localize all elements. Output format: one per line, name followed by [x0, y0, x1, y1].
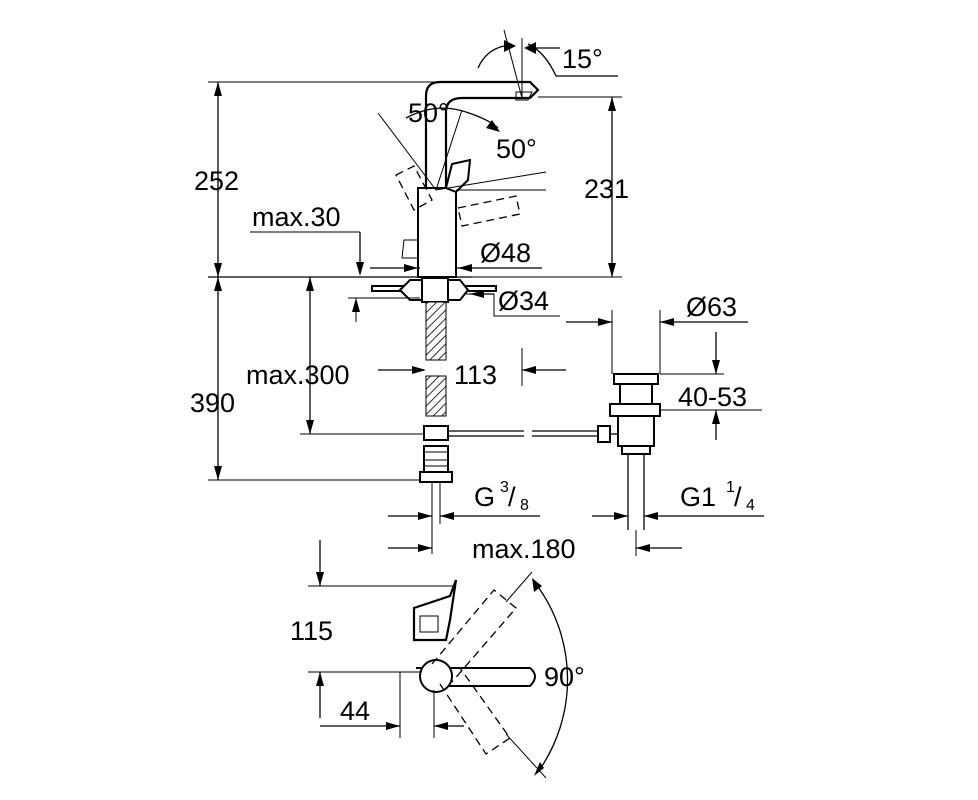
handle [444, 158, 472, 194]
dim-g114 [592, 512, 764, 520]
label-50deg-right: 50° [496, 134, 537, 164]
label-40-53: 40-53 [678, 382, 747, 412]
plan-view [400, 571, 569, 779]
label-thread-g38: G 3 / 8 [474, 479, 529, 514]
hose-lower [425, 375, 447, 417]
svg-text:G1: G1 [680, 482, 716, 512]
dim-dia63 [566, 310, 748, 374]
dim-dia34 [348, 290, 560, 322]
dim-231 [472, 96, 622, 278]
dim-max30 [250, 231, 420, 276]
svg-text:/: / [508, 482, 516, 512]
waste-fitting [597, 373, 661, 530]
label-max180: max.180 [472, 534, 576, 564]
dim-252 [208, 81, 440, 277]
dim-max180 [388, 530, 682, 556]
plan-spout [412, 579, 458, 642]
label-115: 115 [290, 616, 333, 646]
hose-upper [425, 301, 447, 361]
label-44: 44 [340, 696, 370, 726]
label-50deg-left: 50° [408, 98, 449, 128]
dim-44 [320, 672, 464, 738]
label-max30: max.30 [252, 202, 341, 232]
dim-390 [208, 277, 420, 481]
label-max300: max.300 [246, 360, 350, 390]
handle-left-position [395, 165, 433, 211]
label-15deg: 15° [562, 44, 603, 74]
svg-text:8: 8 [520, 497, 529, 514]
svg-text:3: 3 [500, 479, 509, 496]
spout [424, 80, 540, 188]
handle-right-position [457, 195, 521, 227]
label-113: 113 [454, 360, 497, 390]
svg-text:4: 4 [746, 497, 755, 514]
dim-max300 [300, 277, 424, 435]
dim-g38 [388, 482, 540, 554]
svg-text:/: / [734, 482, 742, 512]
svg-text:1: 1 [726, 479, 735, 496]
svg-text:G: G [474, 482, 495, 512]
label-252: 252 [194, 166, 239, 196]
faucet-elevation [208, 29, 618, 278]
dim-113 [378, 348, 566, 386]
label-dia48: Ø48 [480, 238, 531, 268]
side-lever [401, 239, 418, 259]
dim-dia48 [456, 264, 542, 272]
below-deck [371, 277, 600, 483]
dim-115 [308, 540, 456, 718]
label-dia63: Ø63 [686, 292, 737, 322]
label-thread-g114: G1 1 / 4 [680, 479, 755, 514]
label-90deg: 90° [544, 662, 585, 692]
dim-40-53 [660, 332, 762, 440]
label-231: 231 [584, 174, 629, 204]
label-dia34: Ø34 [498, 286, 549, 316]
faucet-body [417, 187, 457, 278]
label-390: 390 [190, 388, 235, 418]
